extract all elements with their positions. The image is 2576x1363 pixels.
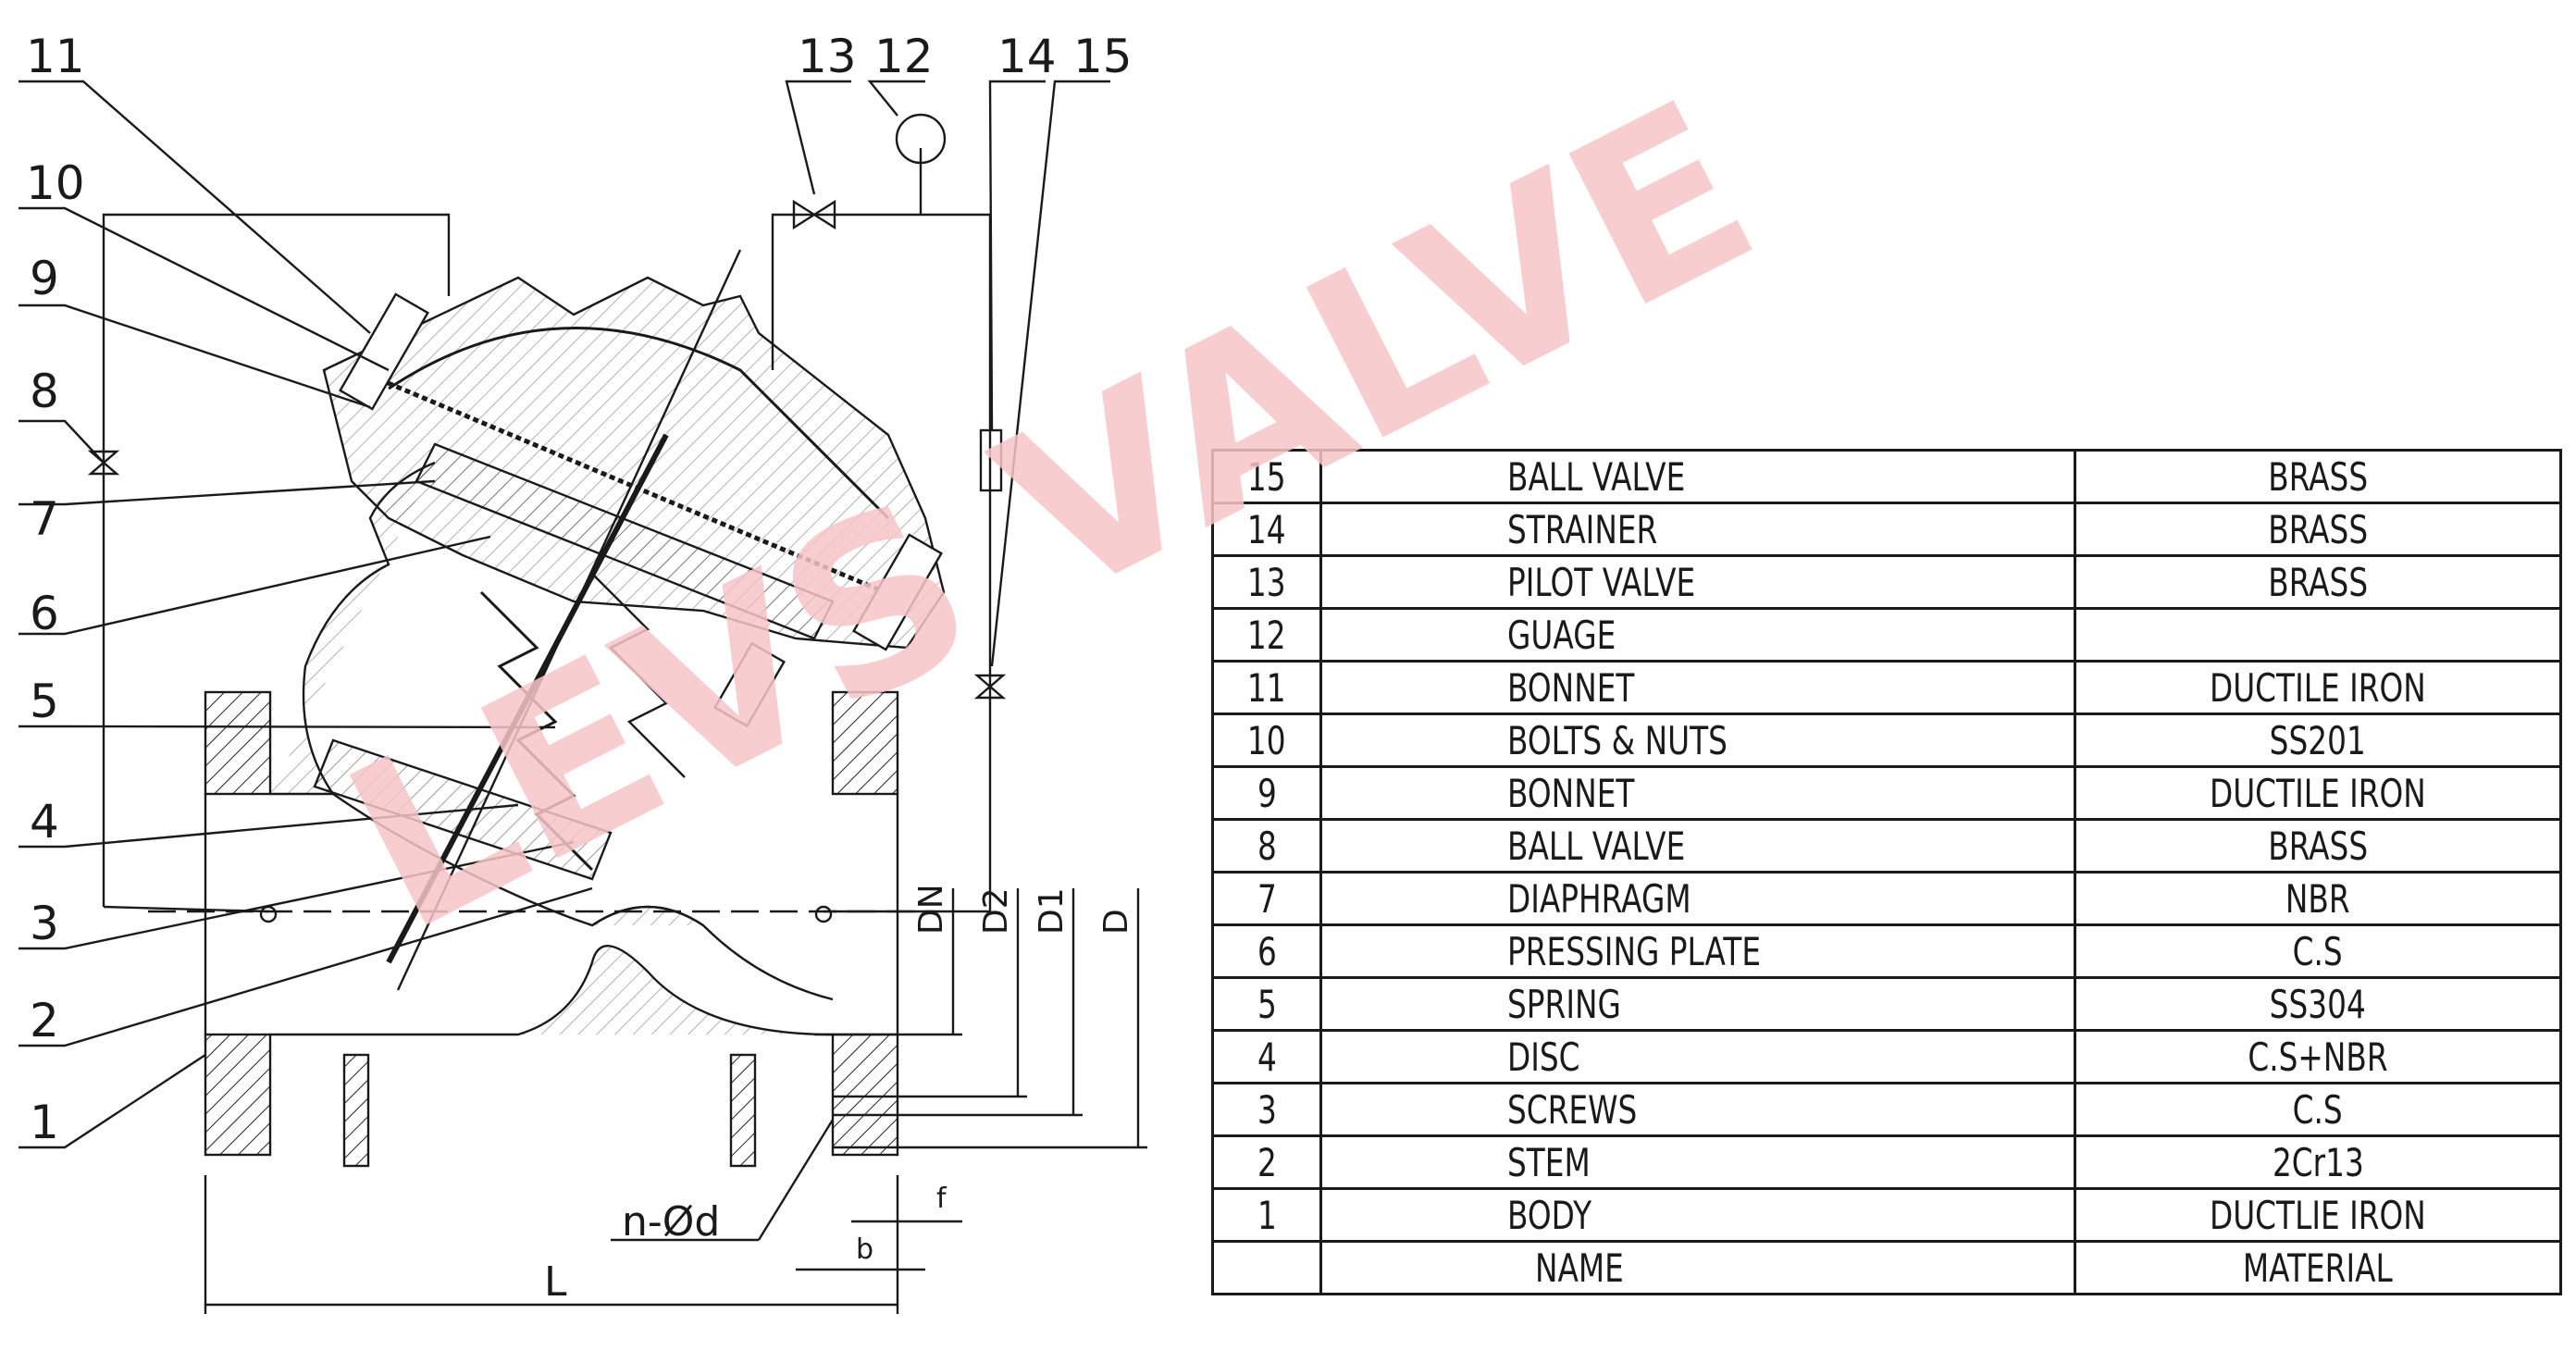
- callout-15: 15: [1073, 30, 1133, 83]
- part-number: 1: [1211, 1187, 1322, 1243]
- parts-table-header: NAME MATERIAL: [1211, 1240, 2562, 1295]
- dim-dn: DN: [912, 884, 950, 935]
- part-name: BALL VALVE: [1319, 449, 2076, 504]
- leader-lines: [19, 80, 1110, 1149]
- callout-11: 11: [26, 30, 85, 83]
- callout-10: 10: [26, 156, 85, 210]
- part-material: SS201: [2074, 712, 2562, 768]
- part-number: 13: [1211, 554, 1322, 610]
- part-material: BRASS: [2074, 502, 2562, 557]
- callout-labels: 11 10 9 8 7 6 5 4 3 2 1 13 12 14 15: [26, 30, 1133, 1149]
- part-number: 4: [1211, 1029, 1322, 1084]
- part-name: BALL VALVE: [1319, 818, 2076, 874]
- dim-d1: D1: [1033, 887, 1071, 935]
- part-material: C.S: [2074, 1082, 2562, 1137]
- dim-length: L: [544, 1258, 567, 1306]
- part-material: BRASS: [2074, 818, 2562, 874]
- part-number: 8: [1211, 818, 1322, 874]
- dim-bolt-holes: n-Ød: [622, 1198, 720, 1245]
- callout-4: 4: [30, 795, 59, 849]
- body-flanges: [204, 690, 899, 1168]
- part-name: PRESSING PLATE: [1319, 923, 2076, 979]
- part-name: BODY: [1319, 1187, 2076, 1243]
- part-name: PILOT VALVE: [1319, 554, 2076, 610]
- part-material: SS304: [2074, 976, 2562, 1032]
- callout-3: 3: [30, 897, 59, 950]
- part-number: 9: [1211, 765, 1322, 821]
- part-material: [2074, 607, 2562, 663]
- part-number: 6: [1211, 923, 1322, 979]
- part-name: SCREWS: [1319, 1082, 2076, 1137]
- part-name: DIAPHRAGM: [1319, 871, 2076, 926]
- part-number: 5: [1211, 976, 1322, 1032]
- part-name: DISC: [1319, 1029, 2076, 1084]
- part-number: 14: [1211, 502, 1322, 557]
- header-name: NAME: [1319, 1240, 2076, 1295]
- part-number: 12: [1211, 607, 1322, 663]
- dimension-labels: DN D2 D1 D n-Ød L b f: [544, 884, 1135, 1306]
- part-name: STRAINER: [1319, 502, 2076, 557]
- part-number: 2: [1211, 1134, 1322, 1190]
- part-material: DUCTILE IRON: [2074, 765, 2562, 821]
- part-number: 15: [1211, 449, 1322, 504]
- callout-8: 8: [30, 365, 59, 418]
- stem: [386, 433, 669, 964]
- part-name: STEM: [1319, 1134, 2076, 1190]
- dim-d: D: [1097, 909, 1135, 935]
- part-name: BONNET: [1319, 765, 2076, 821]
- part-name: SPRING: [1319, 976, 2076, 1032]
- dim-b: b: [856, 1233, 873, 1266]
- part-number: 3: [1211, 1082, 1322, 1137]
- callout-14: 14: [997, 30, 1057, 83]
- callout-5: 5: [30, 675, 59, 728]
- callout-12: 12: [874, 30, 934, 83]
- diaphragm: [378, 377, 908, 604]
- header-no: [1211, 1240, 1322, 1295]
- part-material: 2Cr13: [2074, 1134, 2562, 1190]
- callout-9: 9: [30, 252, 59, 305]
- callout-1: 1: [30, 1096, 59, 1149]
- part-material: NBR: [2074, 871, 2562, 926]
- callout-6: 6: [30, 587, 59, 640]
- dim-d2: D2: [977, 887, 1015, 935]
- part-name: BOLTS & NUTS: [1319, 712, 2076, 768]
- part-material: C.S: [2074, 923, 2562, 979]
- callout-7: 7: [30, 492, 59, 546]
- dim-f: f: [936, 1183, 947, 1215]
- part-material: BRASS: [2074, 449, 2562, 504]
- header-material: MATERIAL: [2074, 1240, 2562, 1295]
- part-number: 11: [1211, 660, 1322, 715]
- dimension-lines: [204, 888, 1147, 1314]
- part-number: 7: [1211, 871, 1322, 926]
- callout-2: 2: [30, 994, 59, 1047]
- part-material: C.S+NBR: [2074, 1029, 2562, 1084]
- part-name: BONNET: [1319, 660, 2076, 715]
- part-material: BRASS: [2074, 554, 2562, 610]
- part-material: DUCTLIE IRON: [2074, 1187, 2562, 1243]
- part-material: DUCTILE IRON: [2074, 660, 2562, 715]
- callout-13: 13: [798, 30, 857, 83]
- part-number: 10: [1211, 712, 1322, 768]
- part-name: GUAGE: [1319, 607, 2076, 663]
- bolts: [339, 292, 943, 728]
